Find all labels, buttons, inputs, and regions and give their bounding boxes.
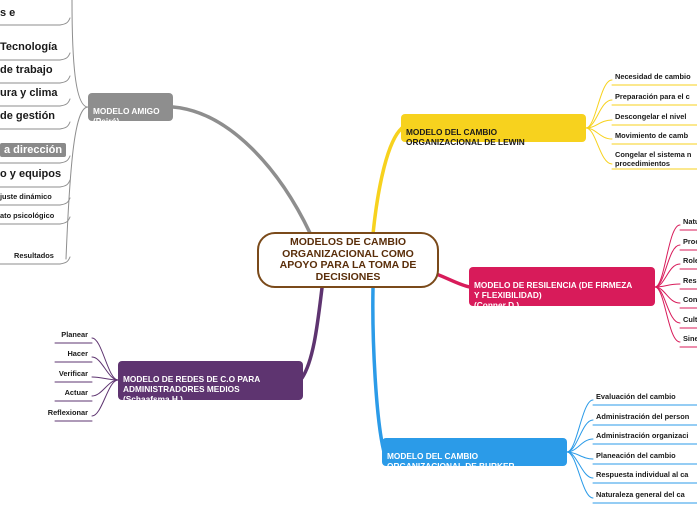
central-topic[interactable]: MODELOS DE CAMBIO ORGANIZACIONAL COMO AP… (257, 232, 439, 288)
link-amigo-trunk-top (71, 0, 89, 108)
topic-burker-label: MODELO DEL CAMBIO ORGANIZACIONAL DE BURK… (387, 451, 515, 471)
redes-item-2[interactable]: Hacer (67, 349, 88, 358)
link-resilencia-item-7 (654, 286, 681, 343)
topic-amigo-label: MODELO AMIGO (Peiró) (93, 106, 160, 126)
topic-lewin[interactable]: MODELO DEL CAMBIO ORGANIZACIONAL DE LEWI… (401, 114, 586, 147)
lewin-item-4[interactable]: Movimiento de camb (615, 131, 689, 140)
link-resilencia-item-1 (654, 224, 681, 288)
topic-lewin-label: MODELO DEL CAMBIO ORGANIZACIONAL DE LEWI… (406, 127, 525, 147)
redes-item-1[interactable]: Planear (61, 330, 88, 339)
topic-resilencia[interactable]: MODELO DE RESILENCIA (DE FIRMEZA Y FLEXI… (469, 267, 655, 310)
resilencia-item-3[interactable]: Role (683, 256, 697, 265)
link-amigo-item-7 (0, 179, 71, 188)
topic-amigo[interactable]: MODELO AMIGO (Peiró) (88, 93, 173, 126)
link-central-redes (300, 286, 324, 380)
burker-item-1[interactable]: Evaluación del cambio (596, 392, 676, 401)
link-amigo-item-10 (0, 256, 71, 265)
resilencia-item-6[interactable]: Cult (683, 315, 697, 324)
amigo-item-3[interactable]: de trabajo (0, 64, 53, 76)
link-resilencia-item-3 (654, 263, 681, 288)
topic-redes[interactable]: MODELO DE REDES DE C.O PARA ADMINISTRADO… (118, 361, 303, 404)
link-lewin-item-5 (585, 127, 613, 165)
link-redes-item-1 (91, 337, 119, 381)
amigo-item-7[interactable]: o y equipos (0, 168, 62, 180)
amigo-item-8[interactable]: juste dinámico (0, 192, 52, 201)
link-resilencia-item-2 (654, 244, 681, 288)
link-lewin-item-2 (585, 99, 613, 129)
resilencia-item-4[interactable]: Resi (683, 276, 697, 285)
link-central-burker (371, 286, 386, 454)
redes-item-5[interactable]: Reflexionar (47, 408, 88, 417)
resilencia-item-7[interactable]: Sine (683, 334, 697, 343)
resilencia-item-5[interactable]: Con (683, 295, 697, 304)
amigo-item-6[interactable]: a dirección (0, 143, 67, 157)
lewin-item-3[interactable]: Descongelar el nivel (615, 112, 687, 121)
burker-item-4[interactable]: Planeación del cambio (596, 451, 676, 460)
link-amigo-item-6 (0, 155, 71, 164)
burker-item-2[interactable]: Administración del person (596, 412, 690, 421)
link-amigo-item-5 (0, 121, 71, 130)
resilencia-item-1[interactable]: Natu (683, 217, 697, 226)
link-amigo-trunk-bottom (65, 106, 89, 260)
lewin-item-2[interactable]: Preparación para el c (615, 92, 690, 101)
link-redes-item-2 (91, 356, 119, 381)
amigo-item-6-highlight: a dirección (0, 143, 67, 157)
link-amigo-item-8 (0, 197, 71, 206)
link-amigo-item-3 (0, 75, 71, 84)
link-amigo-item-4 (0, 98, 71, 107)
link-burker-item-6 (566, 451, 594, 499)
burker-item-5[interactable]: Respuesta individual al ca (596, 470, 689, 479)
link-lewin-item-1 (585, 79, 613, 129)
amigo-item-10[interactable]: Resultados (14, 251, 54, 260)
topic-burker[interactable]: MODELO DEL CAMBIO ORGANIZACIONAL DE BURK… (382, 438, 567, 471)
lewin-item-1[interactable]: Necesidad de cambio (615, 72, 691, 81)
redes-item-4[interactable]: Actuar (64, 388, 88, 397)
link-burker-item-1 (566, 399, 594, 453)
lewin-item-5[interactable]: Congelar el sistema n procedimientos (615, 150, 692, 168)
amigo-item-1[interactable]: s e (0, 7, 16, 19)
link-amigo-item-9 (0, 216, 71, 225)
burker-item-3[interactable]: Administración organizaci (596, 431, 689, 440)
link-burker-item-2 (566, 419, 594, 453)
link-amigo-item-1 (0, 17, 71, 26)
resilencia-item-2[interactable]: Proc (683, 237, 697, 246)
redes-item-3[interactable]: Verificar (58, 369, 88, 378)
amigo-item-2[interactable]: Tecnología (0, 41, 58, 53)
link-amigo-item-2 (0, 52, 71, 61)
topic-redes-label: MODELO DE REDES DE C.O PARA ADMINISTRADO… (123, 374, 261, 404)
topic-resilencia-label: MODELO DE RESILENCIA (DE FIRMEZA Y FLEXI… (474, 280, 633, 310)
link-burker-item-3 (566, 438, 594, 453)
central-topic-label: MODELOS DE CAMBIO ORGANIZACIONAL COMO AP… (279, 236, 417, 283)
link-central-lewin (371, 126, 404, 236)
burker-item-6[interactable]: Naturaleza general del ca (596, 490, 685, 499)
link-central-amigo (171, 105, 312, 235)
amigo-item-4[interactable]: ura y clima (0, 87, 58, 99)
amigo-item-9[interactable]: ato psicológico (0, 211, 55, 220)
link-redes-item-5 (91, 379, 119, 417)
amigo-item-5[interactable]: de gestión (0, 110, 56, 122)
